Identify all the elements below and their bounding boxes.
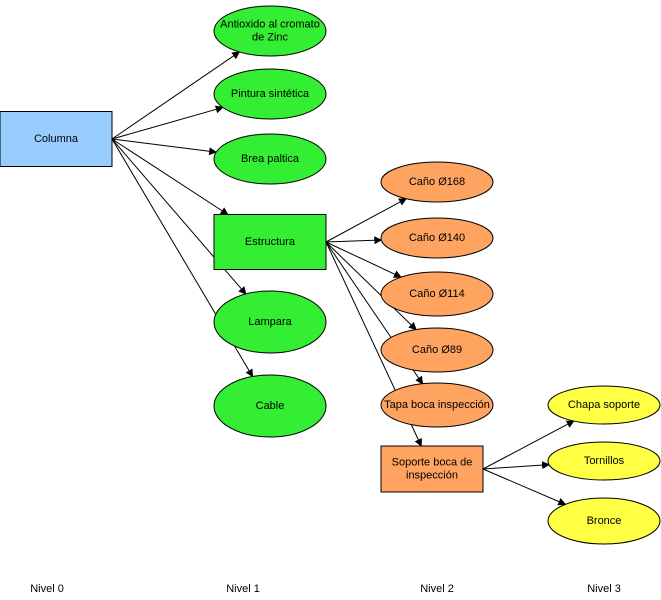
node-cano89: Caño Ø89 xyxy=(380,327,494,373)
node-lampara: Lampara xyxy=(213,290,327,354)
node-label-cano140: Caño Ø140 xyxy=(409,232,465,244)
node-label-chapa: Chapa soporte xyxy=(568,399,640,411)
node-box-estructura xyxy=(213,214,327,270)
node-label-tornillos: Tornillos xyxy=(584,455,625,467)
node-box-soporte xyxy=(380,445,484,493)
node-cano168: Caño Ø168 xyxy=(380,161,494,203)
edge-columna-to-estructura xyxy=(111,138,229,216)
node-ellipse-cano114 xyxy=(380,271,494,317)
node-chapa: Chapa soporte xyxy=(547,385,661,425)
edge-estructura-to-cano89 xyxy=(325,241,417,331)
node-ellipse-pintura xyxy=(213,68,327,120)
edge-soporte-to-bronce xyxy=(482,468,567,506)
node-box-columna xyxy=(0,111,113,167)
edge-columna-to-antioxido xyxy=(111,51,241,140)
edge-estructura-to-cano140 xyxy=(325,236,383,245)
node-label-tapa: Tapa boca inspección xyxy=(384,399,490,411)
node-tapa: Tapa boca inspección xyxy=(380,382,494,428)
node-ellipse-chapa xyxy=(547,385,661,425)
node-label-soporte-line-0: Soporte boca de xyxy=(392,457,473,469)
node-label-pintura: Pintura sintética xyxy=(231,88,310,100)
node-label-cano114: Caño Ø114 xyxy=(409,288,464,300)
edges xyxy=(111,51,575,506)
node-cable: Cable xyxy=(213,374,327,438)
node-label-cable: Cable xyxy=(256,400,285,412)
node-ellipse-bronce xyxy=(547,497,661,545)
edge-estructura-to-cano114 xyxy=(325,241,402,278)
edge-estructura-to-cano168 xyxy=(325,198,408,243)
node-label-soporte-line-1: inspección xyxy=(406,470,458,482)
node-ellipse-antioxido xyxy=(213,5,327,57)
level-labels: Nivel 0 Nivel 1 Nivel 2 Nivel 3 xyxy=(30,583,621,595)
node-columna: Columna xyxy=(0,111,113,167)
level-label-3: Nivel 3 xyxy=(587,583,621,595)
node-bronce: Bronce xyxy=(547,497,661,545)
node-ellipse-tornillos xyxy=(547,441,661,481)
node-tornillos: Tornillos xyxy=(547,441,661,481)
node-cano140: Caño Ø140 xyxy=(380,217,494,259)
node-brea: Brea paltica xyxy=(213,133,327,185)
node-label-bronce: Bronce xyxy=(587,515,622,527)
edge-columna-to-brea xyxy=(111,138,218,156)
node-ellipse-lampara xyxy=(213,290,327,354)
node-label-brea: Brea paltica xyxy=(241,153,300,165)
node-pintura: Pintura sintética xyxy=(213,68,327,120)
node-label-cano89: Caño Ø89 xyxy=(412,344,462,356)
node-label-estructura: Estructura xyxy=(245,236,296,248)
node-label-cano168: Caño Ø168 xyxy=(409,176,465,188)
node-ellipse-cano89 xyxy=(380,327,494,373)
node-ellipse-cable xyxy=(213,374,327,438)
node-label-columna: Columna xyxy=(34,133,79,145)
edge-soporte-to-chapa xyxy=(482,420,575,470)
level-label-1: Nivel 1 xyxy=(226,583,260,595)
level-label-2: Nivel 2 xyxy=(420,583,454,595)
node-estructura: Estructura xyxy=(213,214,327,270)
node-cano114: Caño Ø114 xyxy=(380,271,494,317)
node-ellipse-tapa xyxy=(380,382,494,428)
edge-soporte-to-tornillos xyxy=(482,461,551,470)
node-ellipse-cano168 xyxy=(380,161,494,203)
node-label-antioxido-line-1: de Zinc xyxy=(252,32,289,44)
node-ellipse-cano140 xyxy=(380,217,494,259)
node-label-antioxido-line-0: Antioxido al cromato xyxy=(220,19,320,31)
node-ellipse-brea xyxy=(213,133,327,185)
node-label-lampara: Lampara xyxy=(248,316,292,328)
level-label-0: Nivel 0 xyxy=(30,583,64,595)
edge-columna-to-pintura xyxy=(111,105,224,140)
